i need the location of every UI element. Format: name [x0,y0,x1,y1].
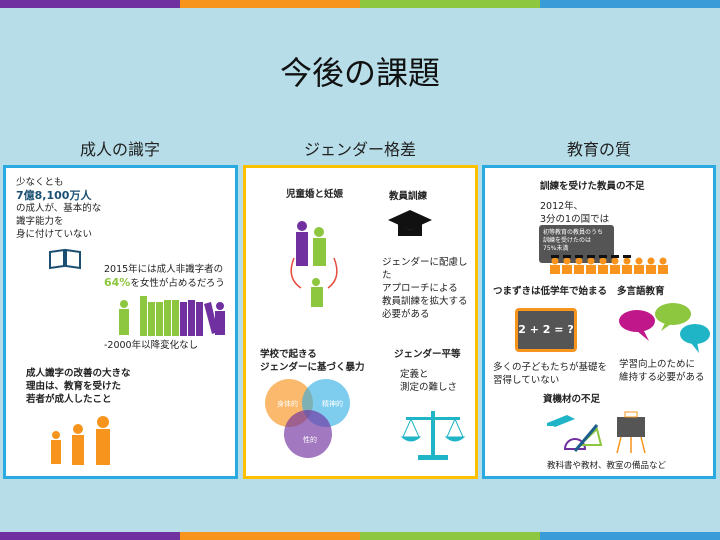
venn-physical: 身体的 [277,399,298,408]
note-text: -2000年以降変化なし [104,340,199,351]
trained-label: 訓練を受けた教員の不足 [540,181,645,192]
child-marriage-label: 児童婚と妊娠 [286,189,344,200]
teacher-training-label: 教員訓練 [389,191,428,202]
venn-sexual: 性的 [303,435,317,444]
scales-icon [400,411,466,460]
book-icon [49,248,81,270]
column-heading-gender: ジェンダー格差 [303,140,416,159]
venn-mental: 精神的 [322,399,343,408]
teacher-text: ジェンダーに配慮した アプローチによる 教員訓練を拡大する 必要がある [382,257,468,320]
chalkboard-equation: 2 + 2 = ? [515,308,577,352]
panel-quality: 訓練を受けた教員の不足 2012年、 3分の1の国では 初等教育の教員のうち 訓… [482,165,716,479]
column-heading-literacy: 成人の識字 [79,140,160,159]
slide-title: 今後の課題 [279,54,440,92]
column-heading-quality: 教育の質 [566,140,631,159]
speech-bubbles-icon [619,303,710,353]
graduation-cap-icon [388,210,432,236]
school-supplies-icon [547,411,646,453]
struggle-text: 多くの子どもたちが基礎を 習得していない [493,362,608,386]
violence-venn-diagram: 身体的 精神的 性的 [265,379,350,458]
intro-rest: の成人が、基本的な 識字能力を 身に付けていない [16,203,102,240]
materials-text: 教科書や教材、教室の備品など [547,461,667,471]
stat-percent: 64% [104,276,131,289]
books-people-icon [119,296,225,336]
stat-line2: を女性が占めるだろう [130,278,225,289]
multilingual-text: 学習向上のために 維持する必要がある [619,359,705,383]
reason-text: 成人識字の改善の大きな 理由は、教育を受けた 若者が成人したこと [26,368,131,405]
equality-text: 定義と 測定の難しさ [400,369,458,393]
panel-literacy: 少なくとも 7億8,100万人 の成人が、基本的な 識字能力を 身に付けていない… [3,165,238,479]
big-number: 7億8,100万人 [16,189,92,202]
stat-line1: 2015年には成人非識字者の [104,264,224,275]
violence-label: 学校で起きる ジェンダーに基づく暴力 [260,349,365,373]
teachers-row-icon [550,255,668,274]
family-cycle-icon [290,221,338,307]
bottom-color-stripe [0,532,720,540]
equality-label: ジェンダー平等 [394,349,461,360]
top-color-stripe [0,0,720,8]
intro-text: 少なくとも [16,177,64,188]
materials-label: 資機材の不足 [543,394,601,405]
struggle-label: つまずきは低学年で始まる [493,286,608,297]
people-growth-icon [51,416,110,465]
year-text: 2012年、 3分の1の国では [540,201,610,225]
multilingual-label: 多言語教育 [617,286,665,297]
panel-gender: 児童婚と妊娠 教員訓練 ジェンダーに配慮した アプローチによる 教員訓練を拡大す… [243,165,478,479]
